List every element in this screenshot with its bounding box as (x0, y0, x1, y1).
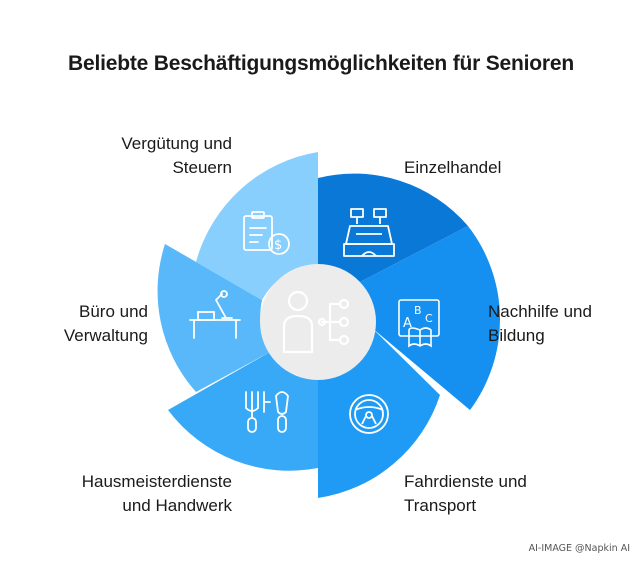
abc-book-icon: A B C (398, 299, 440, 348)
svg-text:B: B (414, 304, 422, 317)
garden-tools-icon (245, 391, 289, 433)
senior-person-network-icon (282, 290, 350, 354)
svg-text:A: A (403, 316, 412, 331)
steering-wheel-icon (349, 394, 389, 434)
page-title: Beliebte Beschäftigungsmöglichkeiten für… (68, 52, 574, 75)
office-desk-icon (189, 290, 241, 339)
segment-hausmeister (168, 352, 318, 471)
segment-verguetung (196, 152, 318, 300)
cash-register-icon (343, 208, 395, 257)
label-einzelhandel: Einzelhandel (404, 158, 502, 177)
segment-nachhilfe (358, 226, 501, 410)
tax-document-icon: $ (243, 211, 290, 255)
svg-text:$: $ (274, 238, 282, 253)
svg-text:C: C (425, 312, 433, 325)
footer-credit: AI-IMAGE @Napkin AI (528, 543, 630, 554)
